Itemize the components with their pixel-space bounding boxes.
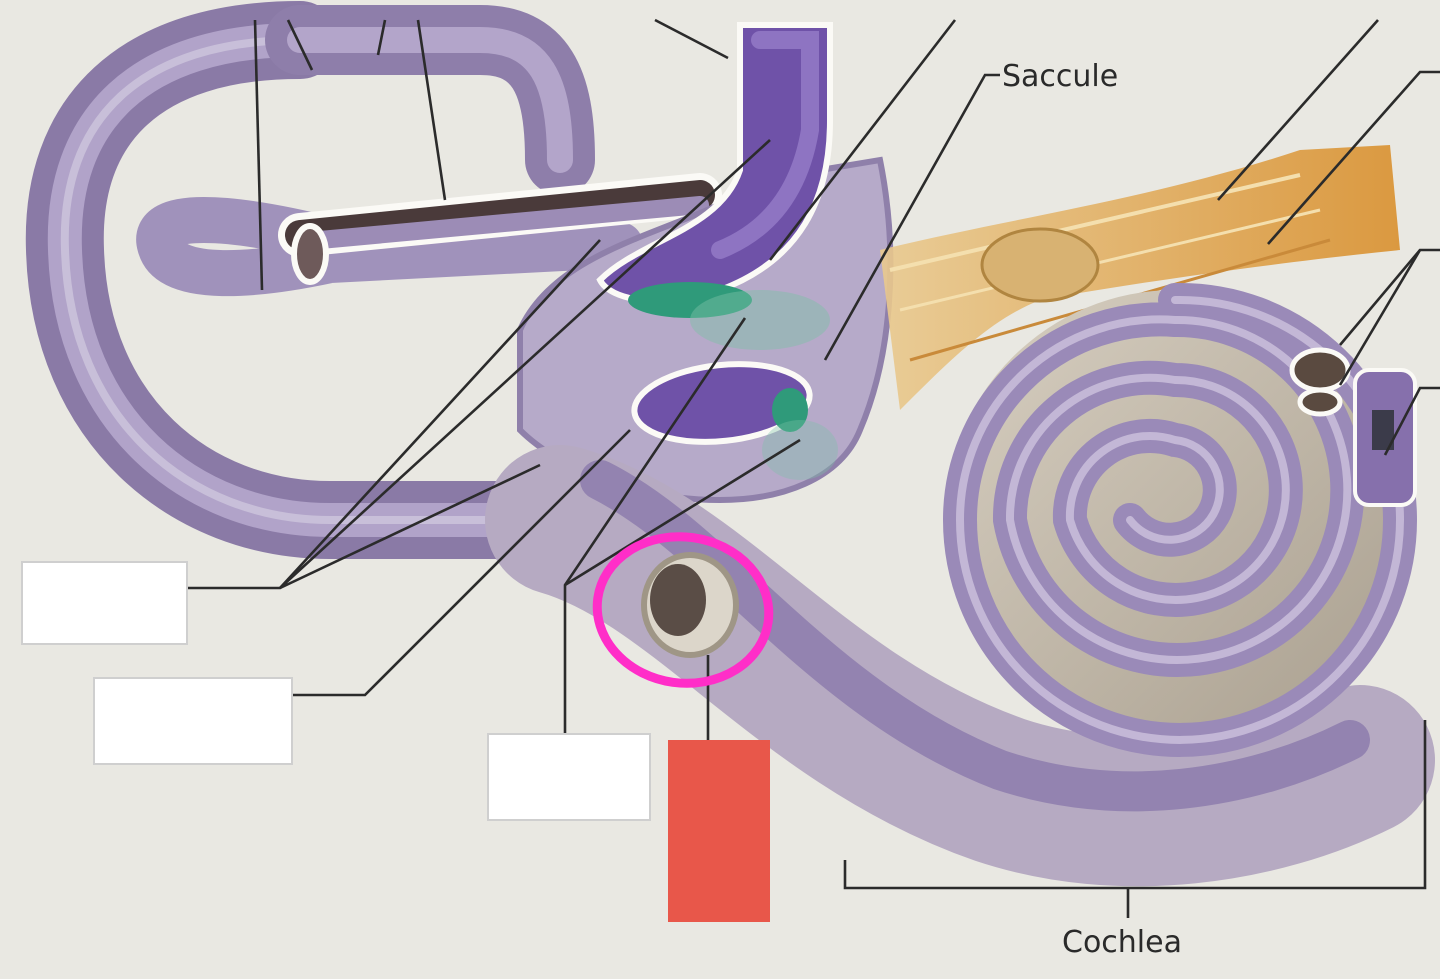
blank-label-boxes xyxy=(21,561,651,821)
leader-lines xyxy=(188,18,1440,918)
saccule xyxy=(631,361,813,445)
vestibulocochlear-nerve xyxy=(880,145,1400,410)
lateral-canal xyxy=(136,197,643,297)
highlight-circle xyxy=(592,532,774,688)
blank-box-1[interactable] xyxy=(21,561,188,645)
label-saccule: Saccule xyxy=(1002,59,1118,94)
label-cochlea: Cochlea xyxy=(1062,925,1182,960)
macula-sacculi xyxy=(772,388,808,432)
vestibular-ganglion xyxy=(980,227,1100,303)
vestibule xyxy=(517,22,894,504)
cochlea-spiral xyxy=(942,282,1417,757)
blank-box-3[interactable] xyxy=(487,733,651,821)
blank-box-2[interactable] xyxy=(93,677,293,765)
answer-cover-red[interactable] xyxy=(668,740,770,922)
macula-utriculi xyxy=(628,282,752,318)
semicircular-canals xyxy=(25,1,722,559)
canal-opening xyxy=(291,223,329,285)
